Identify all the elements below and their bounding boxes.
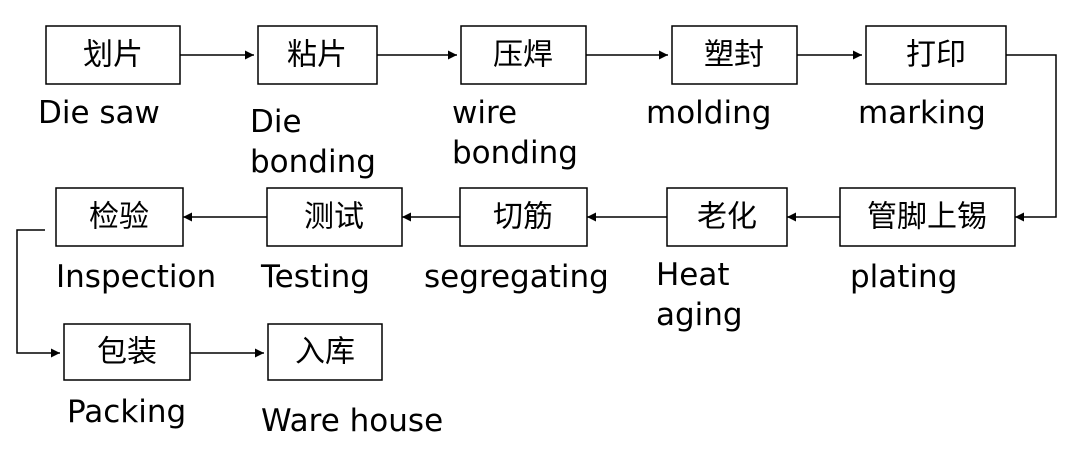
step-die-saw: 划片 Die saw [38,25,181,131]
step-box [839,187,1016,247]
step-english-label: Testing [260,259,370,295]
step-box [671,25,798,85]
step-chinese-label: 老化 [697,200,757,235]
step-box [266,187,403,247]
step-english-label: marking [858,95,986,131]
step-chinese-label: 切筋 [493,200,553,235]
step-box [267,323,383,381]
step-chinese-label: 打印 [906,38,966,73]
step-chinese-label: 入库 [295,335,355,370]
step-english-label: Die [250,104,302,140]
step-box [55,187,184,247]
step-chinese-label: 划片 [83,38,143,73]
step-box [666,187,788,247]
step-english-label: aging [656,297,743,333]
step-english-label: bonding [250,144,376,180]
step-english-label: Die saw [38,95,160,131]
step-english-label: Heat [656,257,730,293]
step-testing: 测试 Testing [260,187,403,295]
step-die-bonding: 粘片 Die bonding [250,25,378,180]
step-chinese-label: 管脚上锡 [867,200,987,235]
step-english-label: wire [452,95,517,131]
step-wire-bonding: 压焊 wire bonding [452,25,587,171]
step-packing: 包装 Packing [63,323,191,430]
step-heat-aging: 老化 Heat aging [656,187,788,333]
step-segregating: 切筋 segregating [424,187,609,295]
step-chinese-label: 压焊 [493,38,553,73]
step-box [865,25,1007,85]
step-box [63,323,191,381]
step-box [45,25,181,85]
step-english-label: bonding [452,135,578,171]
step-english-label: Packing [67,394,186,430]
step-english-label: Ware house [261,403,443,439]
step-english-label: Inspection [56,259,216,295]
step-plating: 管脚上锡 plating [839,187,1016,295]
step-box [459,187,588,247]
step-chinese-label: 塑封 [704,38,764,73]
arrow-inspection-to-packing [16,229,60,358]
step-english-label: plating [850,259,957,295]
step-english-label: segregating [424,259,609,295]
step-box [460,25,587,85]
step-chinese-label: 检验 [89,200,149,235]
step-inspection: 检验 Inspection [55,187,216,295]
arrow-marking-to-plating [1006,54,1057,222]
step-english-label: molding [646,95,771,131]
step-warehouse: 入库 Ware house [261,323,443,439]
step-chinese-label: 包装 [97,335,157,370]
step-molding: 塑封 molding [646,25,798,131]
step-box [257,25,378,85]
step-chinese-label: 粘片 [287,38,347,73]
step-chinese-label: 测试 [304,200,364,235]
connectors [16,50,1057,358]
step-marking: 打印 marking [858,25,1007,131]
